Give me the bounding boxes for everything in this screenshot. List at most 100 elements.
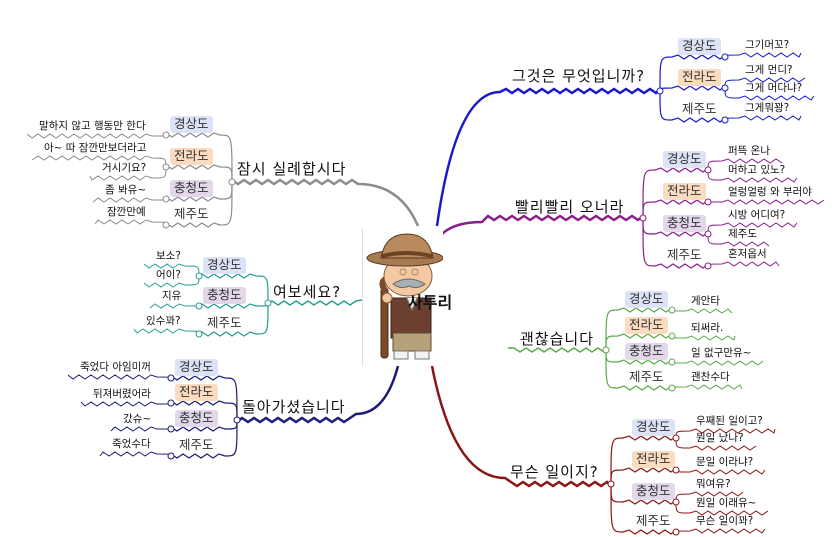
leaf-text[interactable]: 퍼뜩 온나	[728, 145, 770, 157]
junction-dot	[167, 452, 175, 460]
leaf-text[interactable]: 일 없구만유~	[691, 347, 752, 359]
leaf-text[interactable]: 시방 어디여?	[728, 209, 786, 221]
region-label-0[interactable]: 경상도	[663, 151, 706, 168]
leaf-text[interactable]: 죽었다 아임미꺼	[80, 361, 151, 373]
region-label-3[interactable]: 제주도	[174, 206, 209, 221]
leaf-text[interactable]: 혼저옵서	[728, 248, 767, 260]
region-label-2[interactable]: 충청도	[632, 483, 675, 500]
region-connector	[170, 419, 238, 459]
branch-title[interactable]: 빨리빨리 오너라	[515, 198, 625, 216]
leaf-text[interactable]: 지유	[162, 290, 182, 302]
leaf-connector	[675, 501, 769, 516]
leaf-text[interactable]: 제주도	[728, 228, 757, 240]
leaf-text[interactable]: 어이?	[156, 269, 181, 281]
leaf-connector	[99, 451, 172, 457]
leaf-text[interactable]: 무슨 일이꽈?	[696, 515, 754, 527]
region-label-2[interactable]: 충청도	[625, 343, 668, 360]
leaf-text[interactable]: 게안타	[691, 295, 720, 307]
central-node[interactable]	[362, 228, 444, 366]
leaf-connector	[67, 374, 172, 380]
leaf-text[interactable]: 되써라.	[691, 322, 724, 334]
region-label-0[interactable]: 경상도	[203, 257, 246, 274]
leaf-text[interactable]: 거시기요?	[102, 162, 147, 174]
leaf-text[interactable]: 뭔일 났나?	[696, 432, 744, 444]
junction-dot	[672, 466, 680, 474]
region-connector	[642, 199, 709, 219]
junction-dot	[264, 299, 272, 307]
junction-dot	[228, 178, 236, 186]
branch-title[interactable]: 그것은 무엇입니까?	[512, 67, 646, 85]
region-label-1[interactable]: 전라도	[170, 148, 213, 165]
region-label-0[interactable]: 경상도	[678, 38, 721, 55]
leaf-text[interactable]: 아~ 따 잠깐만보더라고	[44, 142, 147, 154]
region-label-2[interactable]: 제주도	[207, 315, 242, 330]
leaf-text[interactable]: 뒤져버렸어라	[93, 388, 151, 400]
region-label-2[interactable]: 충청도	[170, 180, 213, 197]
region-label-1[interactable]: 전라도	[632, 451, 675, 468]
leaf-connector	[110, 426, 172, 432]
leaf-text[interactable]: 그게 머다냐?	[745, 82, 803, 94]
junction-dot	[195, 330, 203, 338]
leaf-text[interactable]: 머하고 있노?	[728, 164, 786, 176]
region-connector	[165, 132, 233, 183]
leaf-connector	[671, 335, 736, 341]
region-label-0[interactable]: 경상도	[632, 419, 675, 436]
branch-title[interactable]: 돌아가셨습니다	[242, 398, 346, 416]
junction-dot	[656, 87, 664, 95]
region-label-1[interactable]: 전라도	[175, 384, 218, 401]
leaf-text[interactable]: 그게뭐꽝?	[745, 102, 790, 114]
region-connector	[198, 302, 269, 309]
leaf-text[interactable]: 갔슈~	[123, 413, 152, 425]
junction-dot	[602, 346, 610, 354]
junction-dot	[607, 480, 615, 488]
leaf-text[interactable]: 우째된 일이고?	[696, 415, 763, 427]
region-connector	[605, 349, 673, 391]
leaf-connector	[707, 199, 825, 205]
junction-dot	[672, 528, 680, 536]
leaf-connector	[92, 197, 167, 203]
leaf-connector	[675, 528, 766, 534]
region-connector	[610, 483, 677, 535]
region-label-2[interactable]: 충청도	[663, 215, 706, 232]
leaf-text[interactable]: 뭔일 이래유~	[696, 497, 757, 509]
region-label-3[interactable]: 제주도	[636, 513, 671, 528]
branch-title[interactable]: 잠시 실례합시다	[237, 160, 347, 178]
leaf-text[interactable]: 그기머꼬?	[745, 39, 790, 51]
branch-connector	[231, 178, 420, 227]
leaf-connector	[707, 169, 798, 183]
leaf-text[interactable]: 괜찬수다	[691, 371, 730, 383]
region-label-3[interactable]: 제주도	[629, 369, 664, 384]
leaf-text[interactable]: 말하지 않고 행동만 한다	[39, 120, 146, 132]
region-label-2[interactable]: 제주도	[682, 101, 717, 116]
region-label-0[interactable]: 경상도	[175, 359, 218, 376]
region-label-1[interactable]: 전라도	[678, 69, 721, 86]
region-label-0[interactable]: 경상도	[625, 291, 668, 308]
region-label-1[interactable]: 충청도	[203, 287, 246, 304]
leaf-text[interactable]: 뭐여유?	[696, 478, 731, 490]
leaf-text[interactable]: 문일 이라냐?	[696, 456, 754, 468]
branch-connector	[439, 214, 644, 237]
leaf-connector	[707, 158, 783, 171]
leaf-text[interactable]: 보소?	[156, 250, 181, 262]
junction-dot	[704, 262, 712, 270]
region-label-3[interactable]: 제주도	[667, 247, 702, 262]
region-label-3[interactable]: 제주도	[179, 437, 214, 452]
leaf-text[interactable]: 그게 먼디?	[745, 64, 793, 76]
region-label-2[interactable]: 충청도	[175, 410, 218, 427]
region-label-1[interactable]: 전라도	[663, 183, 706, 200]
leaf-text[interactable]: 좀 봐유~	[105, 184, 147, 196]
leaf-text[interactable]: 있수꽈?	[146, 315, 181, 327]
branch-title[interactable]: 여보세요?	[273, 283, 342, 301]
leaf-connector	[724, 87, 815, 101]
leaf-connector	[671, 360, 764, 366]
leaf-text[interactable]: 얼렁얼렁 와 부러야	[728, 186, 812, 198]
leaf-text[interactable]: 죽었수다	[112, 438, 151, 450]
leaf-text[interactable]: 잠깐만예	[107, 206, 146, 218]
junction-dot	[233, 416, 241, 424]
region-label-1[interactable]: 전라도	[625, 317, 668, 334]
branch-title[interactable]: 괜찮습니다	[520, 330, 595, 348]
branch-title[interactable]: 무슨 일이지?	[510, 463, 599, 481]
region-label-0[interactable]: 경상도	[170, 116, 213, 133]
junction-dot	[704, 230, 712, 238]
leaf-connector	[707, 222, 798, 235]
